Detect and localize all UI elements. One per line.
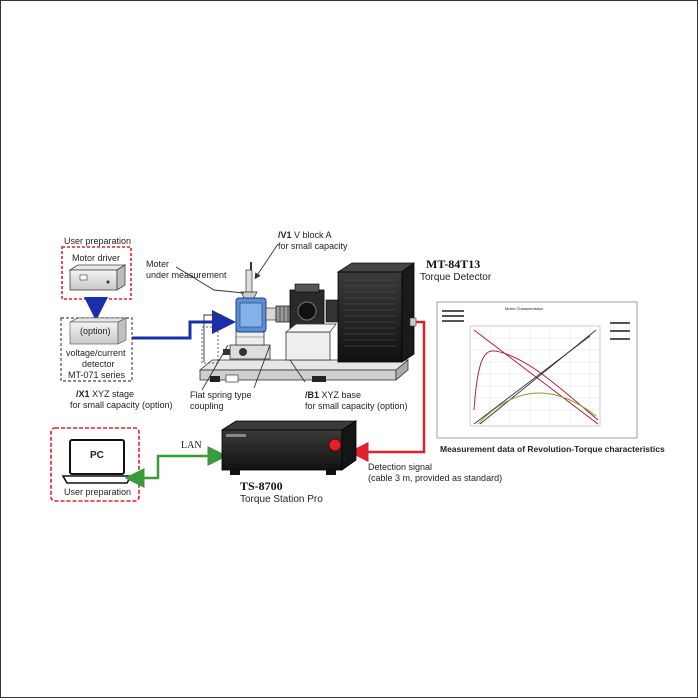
motor-driver-device [68, 264, 127, 291]
mt-name-label: Torque Detector [420, 272, 492, 283]
pc-dashed-frame [50, 427, 140, 502]
ts-model-label: TS-8700 [240, 479, 283, 493]
detection-signal-cable [348, 320, 426, 462]
option-label: (option) [80, 326, 111, 336]
chart-caption: Measurement data of Revolution-Torque ch… [440, 444, 665, 454]
motor-label-line1: Moter [146, 259, 170, 269]
pc-group [50, 427, 140, 502]
lan-cable-arrow-to-pc [124, 454, 216, 488]
x1-line2: for small capacity (option) [70, 400, 173, 410]
chart-title: Motor Characteristics [505, 306, 543, 311]
stage-dashed-callout [201, 326, 219, 364]
lan-label: LAN [181, 440, 202, 451]
chart-curves [473, 329, 599, 425]
b1-line1: XYZ base [321, 390, 362, 400]
measurement-chart [436, 301, 638, 439]
x1-line1: XYZ stage [92, 389, 135, 399]
detector-label-line2: detector [82, 359, 115, 369]
b1-code: /B1 [305, 390, 320, 400]
detector-to-motor-arrow [132, 310, 236, 340]
chart-grid [470, 326, 600, 426]
laptop-icon [61, 439, 133, 484]
motor-label-line2: under measurement [146, 270, 227, 280]
v1-code: /V1 [278, 230, 292, 240]
bench-foot [312, 376, 326, 382]
ts-name-label: Torque Station Pro [240, 494, 323, 505]
b1-callout: /B1 XYZ base [305, 390, 361, 401]
chart-legend-stub [442, 310, 630, 340]
detector-label-line1: voltage/current [66, 348, 126, 358]
v1-line1: V block A [294, 230, 332, 240]
b1-line2: for small capacity (option) [305, 401, 408, 411]
motor-driver-label: Motor driver [72, 253, 121, 263]
user-preparation-label-top: User preparation [64, 236, 132, 246]
detection-signal-line1: Detection signal [368, 462, 433, 472]
coupling-line1: Flat spring type [190, 390, 252, 400]
xyz-stage [223, 329, 271, 360]
callout-lines [175, 243, 306, 391]
power-button-icon [328, 438, 342, 452]
coupling-line2: coupling [190, 401, 224, 411]
motor-under-test [235, 262, 277, 333]
torque-station-device [220, 420, 358, 475]
bearing-block [285, 283, 337, 361]
v1-callout: /V1 V block A [278, 230, 332, 241]
detector-device [69, 317, 127, 345]
pc-label: PC [90, 450, 104, 461]
detector-connector [409, 317, 417, 327]
v1-line2: for small capacity [278, 241, 348, 251]
detector-group [60, 317, 133, 382]
test-bench [198, 262, 417, 383]
user-preparation-label-bottom: User preparation [64, 487, 132, 497]
x1-code: /X1 [76, 389, 90, 399]
bench-foot [210, 376, 220, 382]
x1-callout: /X1 XYZ stage [76, 389, 134, 400]
mt-model-label: MT-84T13 [426, 257, 481, 271]
detection-signal-line2: (cable 3 m, provided as standard) [368, 473, 503, 483]
detector-label-line3: MT-071 series [68, 370, 126, 380]
torque-detector-device [325, 262, 417, 363]
